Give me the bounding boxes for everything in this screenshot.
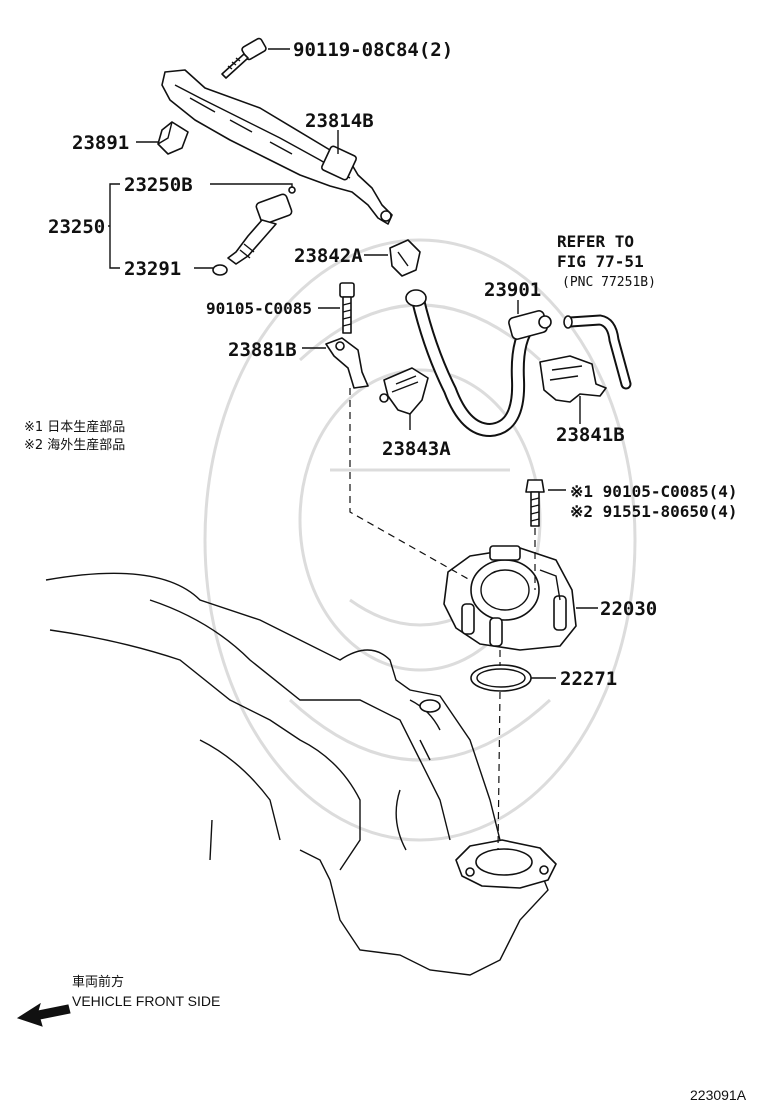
label-91551: ※2 91551-80650(4) [570, 502, 738, 521]
gasket-22271 [470, 664, 532, 692]
spacer-23891 [157, 121, 189, 155]
clamp-23841B [539, 355, 607, 403]
fuel-pipe-reference [563, 314, 632, 390]
refer-to-line1: REFER TO [557, 232, 634, 251]
bolt-90105-4 [525, 479, 545, 527]
label-23842A: 23842A [294, 245, 363, 267]
throttle-flange [455, 839, 557, 889]
fuel-hose-23901 [405, 289, 552, 438]
direction-label-en: VEHICLE FRONT SIDE [72, 993, 220, 1009]
bracket-23843A [379, 367, 429, 415]
label-22271: 22271 [560, 668, 617, 690]
bolt-90119 [221, 37, 267, 79]
bolt-90105 [339, 282, 355, 334]
fuel-injector-23250 [227, 186, 296, 265]
label-23250: 23250 [48, 216, 105, 238]
label-23250B: 23250B [124, 174, 193, 196]
bracket-23881B [325, 337, 369, 389]
label-23291: 23291 [124, 258, 181, 280]
label-22030: 22030 [600, 598, 657, 620]
intake-manifold [45, 572, 549, 976]
leader-lines [108, 48, 598, 679]
label-23814B: 23814B [305, 110, 374, 132]
note-overseas: ※2 海外生産部品 [24, 437, 125, 453]
label-90105-4: ※1 90105-C0085(4) [570, 482, 738, 501]
throttle-body-22030 [443, 545, 577, 651]
label-23881B: 23881B [228, 339, 297, 361]
note-domestic: ※1 日本生産部品 [24, 419, 125, 435]
label-90119: 90119-08C84(2) [293, 39, 453, 61]
refer-to-line3: (PNC 77251B) [562, 275, 656, 290]
refer-to-line2: FIG 77-51 [557, 252, 644, 271]
label-23891: 23891 [72, 132, 129, 154]
front-arrow-icon [16, 1002, 71, 1027]
fuel-delivery-pipe [161, 69, 393, 225]
label-23901: 23901 [484, 279, 541, 301]
alignment-lines [349, 388, 536, 851]
seal-23291 [212, 264, 228, 276]
figure-id: 223091A [690, 1087, 747, 1103]
direction-label-jp: 車両前方 [72, 974, 124, 990]
label-23843A: 23843A [382, 438, 451, 460]
label-23841B: 23841B [556, 424, 625, 446]
clip-23842A [389, 239, 421, 277]
label-90105: 90105-C0085 [206, 299, 312, 318]
